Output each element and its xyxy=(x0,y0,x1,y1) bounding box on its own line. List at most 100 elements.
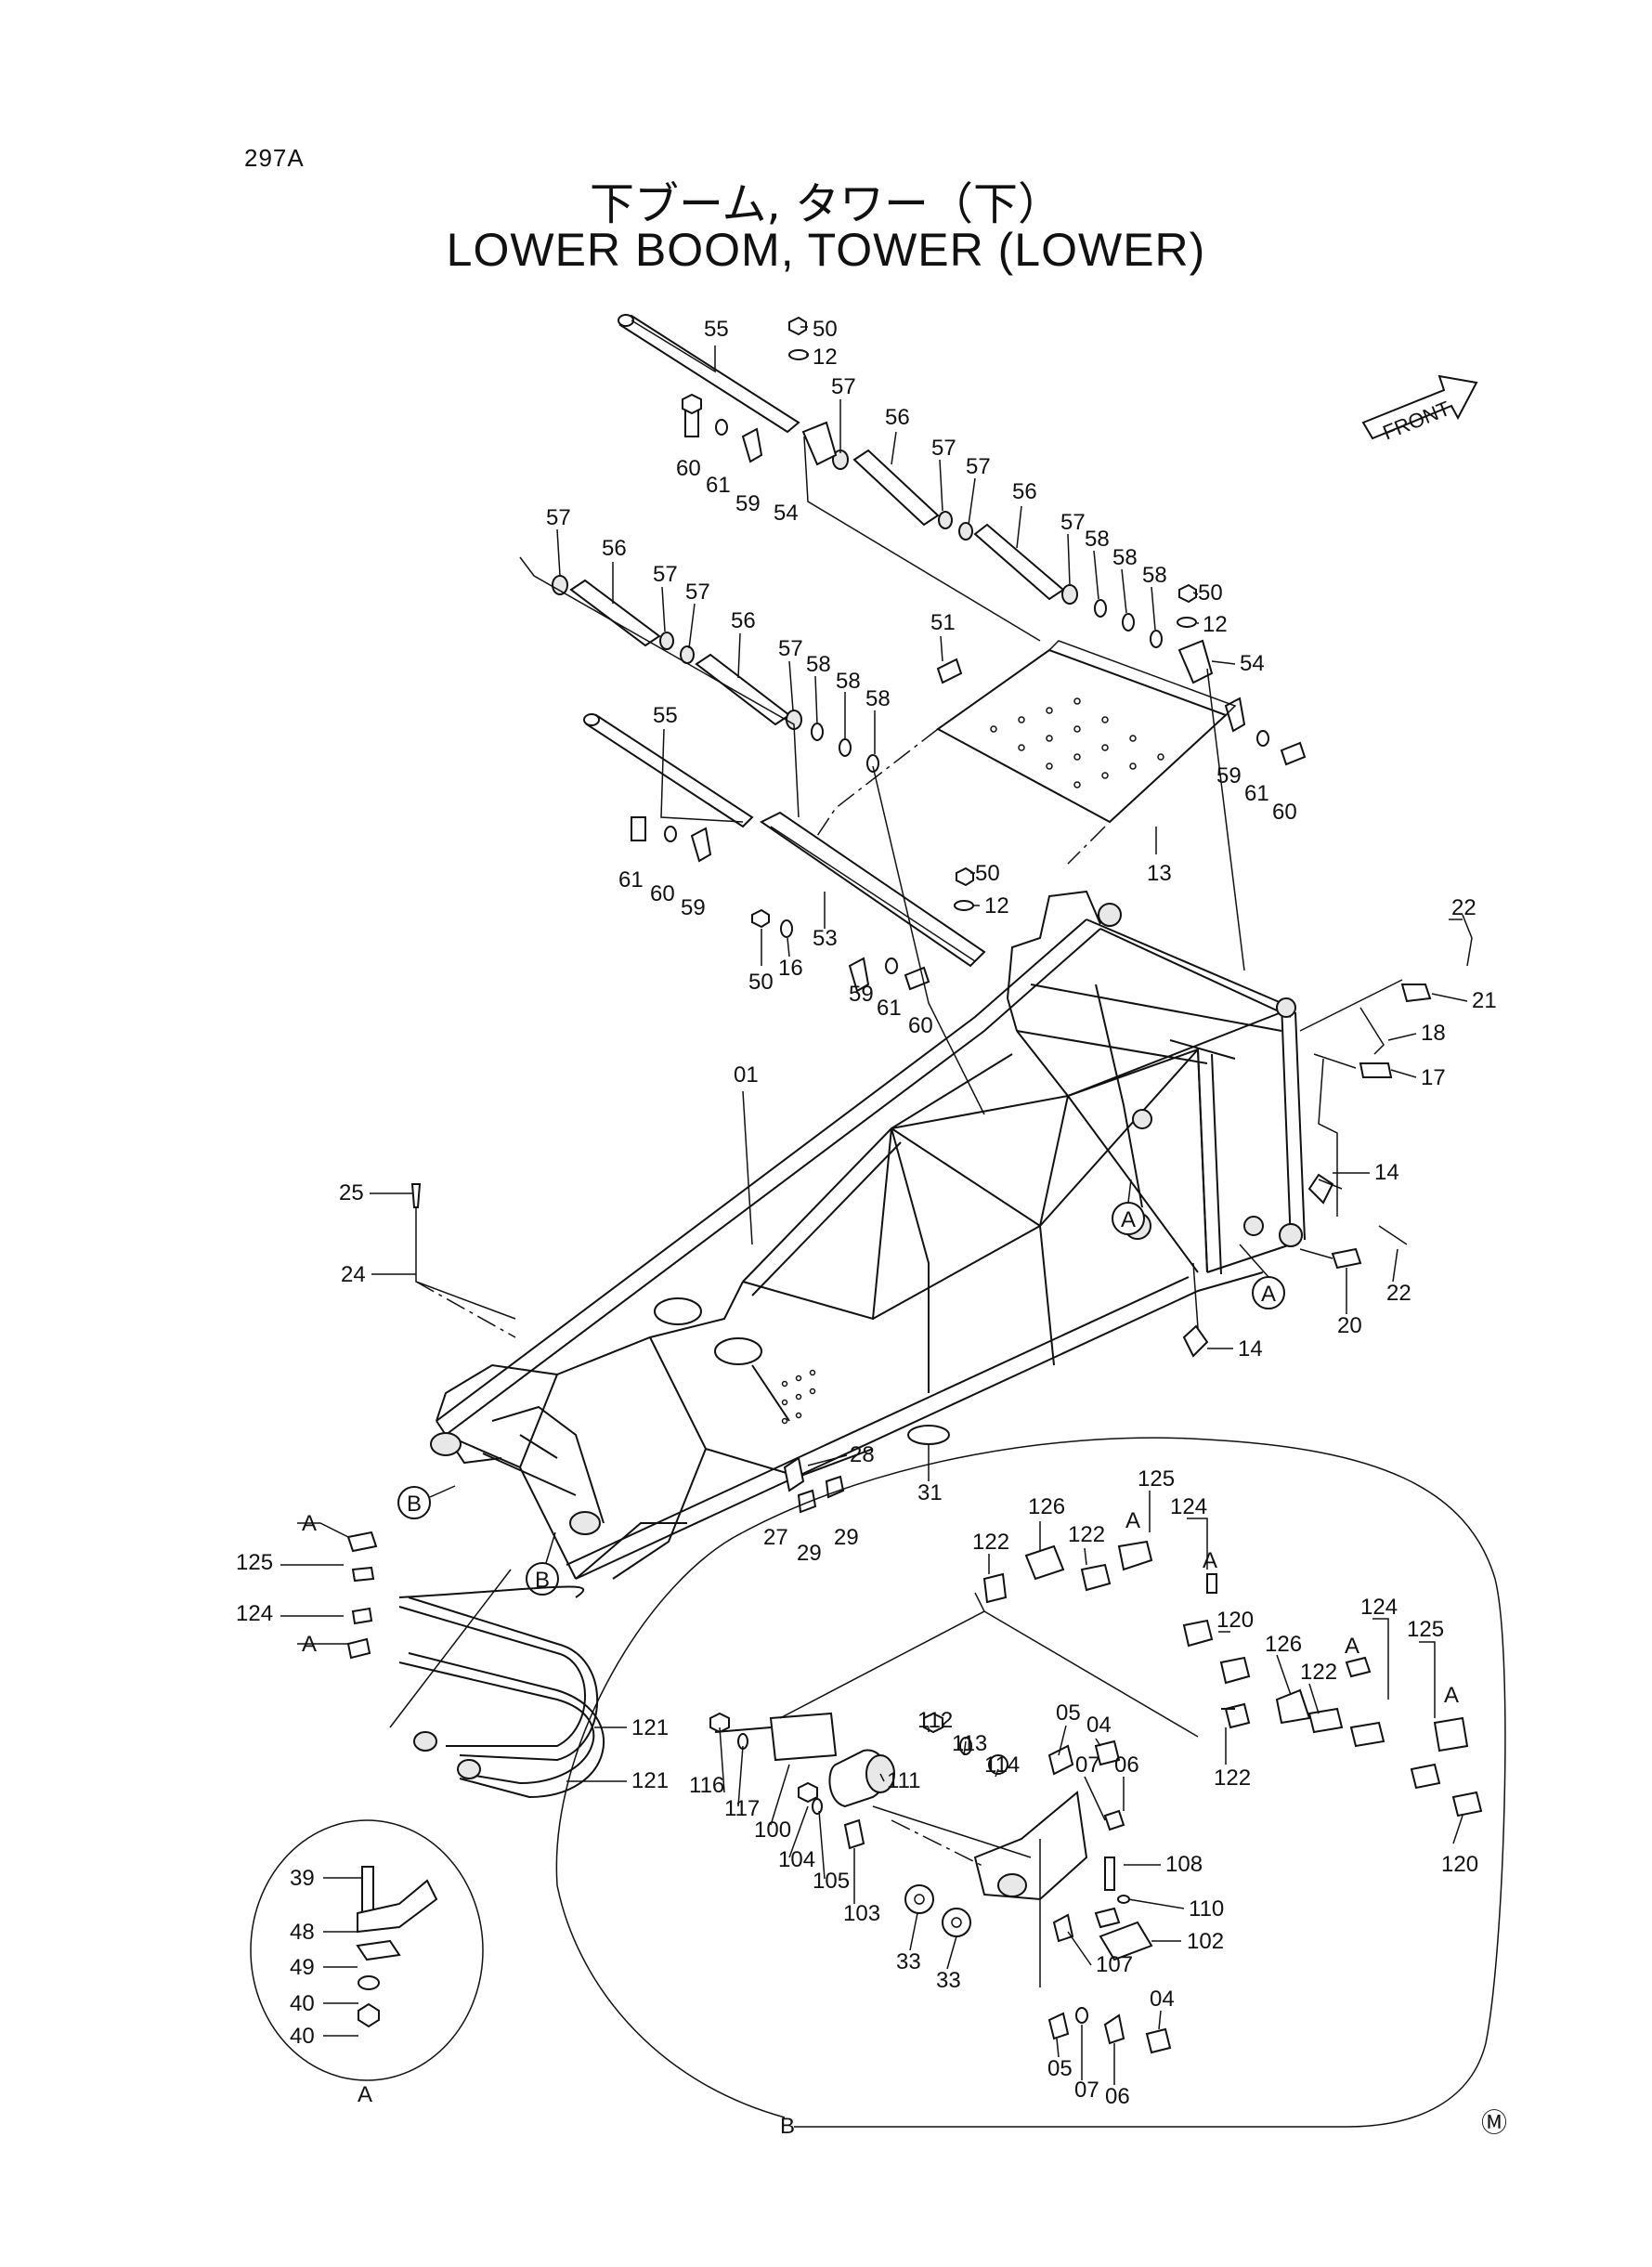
callout-56: 56 xyxy=(885,405,910,430)
callout-59: 59 xyxy=(735,491,761,516)
callout-58: 58 xyxy=(836,669,861,694)
callout-117: 117 xyxy=(724,1796,760,1821)
callout-16: 16 xyxy=(778,956,803,981)
callout-14: 14 xyxy=(1238,1336,1263,1362)
callout-124: 124 xyxy=(1170,1494,1207,1519)
callout-39: 39 xyxy=(290,1866,315,1891)
callout-18: 18 xyxy=(1421,1021,1446,1046)
detail-marker-b: B xyxy=(535,1568,550,1593)
callout-122: 122 xyxy=(1300,1660,1337,1685)
callout-60: 60 xyxy=(1272,800,1297,825)
callout-59: 59 xyxy=(1216,763,1242,788)
clamp-and-bolts xyxy=(783,1425,950,1514)
callout-57: 57 xyxy=(546,505,571,530)
mark-symbol: Ⓜ xyxy=(1481,2108,1507,2137)
callout-124: 124 xyxy=(1360,1595,1398,1620)
callout-04: 04 xyxy=(1086,1713,1112,1738)
leader-lines xyxy=(280,319,1468,2085)
callout-40: 40 xyxy=(290,1991,315,2016)
callout-58: 58 xyxy=(806,652,831,677)
callout-04: 04 xyxy=(1150,1987,1175,2012)
callout-a: A xyxy=(1345,1634,1359,1659)
callout-12: 12 xyxy=(813,345,838,370)
callout-50: 50 xyxy=(1198,580,1223,606)
callout-13: 13 xyxy=(1147,861,1172,886)
callout-104: 104 xyxy=(778,1847,815,1872)
callout-55: 55 xyxy=(704,317,729,342)
callout-05: 05 xyxy=(1056,1700,1081,1726)
title-japanese: 下ブーム, タワー（下） xyxy=(589,178,1063,230)
callout-116: 116 xyxy=(689,1773,724,1798)
callout-05: 05 xyxy=(1047,2056,1073,2081)
callout-59: 59 xyxy=(849,982,874,1007)
callout-53: 53 xyxy=(813,926,838,951)
upper-roller-assembly xyxy=(519,314,1307,1115)
front-arrow-icon: FRONT xyxy=(1361,374,1478,445)
callout-100: 100 xyxy=(754,1818,791,1843)
callout-50: 50 xyxy=(748,970,774,995)
detail-b-view xyxy=(555,1437,1506,2128)
callout-57: 57 xyxy=(778,636,803,661)
callout-57: 57 xyxy=(685,580,710,605)
callout-a: A xyxy=(1444,1683,1459,1708)
callout-57: 57 xyxy=(966,454,991,479)
callout-60: 60 xyxy=(676,456,701,481)
callout-58: 58 xyxy=(1142,563,1167,588)
callout-06: 06 xyxy=(1105,2084,1130,2109)
callout-110: 110 xyxy=(1189,1896,1224,1922)
bracket-24-25 xyxy=(410,1183,516,1338)
callout-112: 112 xyxy=(917,1708,953,1733)
callout-125: 125 xyxy=(1407,1617,1444,1642)
callout-59: 59 xyxy=(681,895,706,920)
callout-126: 126 xyxy=(1028,1494,1065,1519)
callout-29: 29 xyxy=(834,1525,859,1550)
callout-01: 01 xyxy=(734,1062,759,1088)
callout-31: 31 xyxy=(917,1480,943,1505)
callout-124: 124 xyxy=(236,1601,273,1626)
callout-114: 114 xyxy=(984,1752,1020,1778)
callout-25: 25 xyxy=(339,1180,364,1205)
callout-108: 108 xyxy=(1165,1852,1203,1877)
callout-120: 120 xyxy=(1441,1852,1478,1877)
detail-a-view xyxy=(250,1819,484,2081)
callout-07: 07 xyxy=(1075,1752,1100,1778)
callout-12: 12 xyxy=(984,893,1009,919)
callout-105: 105 xyxy=(813,1869,850,1894)
detail-markers xyxy=(397,1179,1285,1596)
callout-121: 121 xyxy=(631,1768,669,1793)
detail-marker-a: A xyxy=(1121,1207,1136,1232)
callout-113: 113 xyxy=(952,1731,987,1756)
callout-58: 58 xyxy=(865,686,891,711)
callout-61: 61 xyxy=(1244,781,1269,806)
callout-33: 33 xyxy=(896,1949,921,1974)
callout-122: 122 xyxy=(972,1530,1009,1555)
callout-a: A xyxy=(1125,1508,1140,1533)
callout-06: 06 xyxy=(1114,1752,1139,1778)
page-number: 297A xyxy=(244,144,305,172)
callout-54: 54 xyxy=(1240,651,1265,676)
callout-61: 61 xyxy=(618,867,644,892)
callout-125: 125 xyxy=(1138,1466,1175,1492)
callout-56: 56 xyxy=(1012,479,1037,504)
detail-b-label: B xyxy=(780,2114,795,2139)
callout-50: 50 xyxy=(975,861,1000,886)
callout-40: 40 xyxy=(290,2024,315,2049)
callout-102: 102 xyxy=(1187,1929,1224,1954)
callout-51: 51 xyxy=(930,610,956,635)
callout-57: 57 xyxy=(653,562,678,587)
callout-122: 122 xyxy=(1214,1765,1251,1791)
callout-58: 58 xyxy=(1112,545,1138,570)
callout-61: 61 xyxy=(706,473,731,498)
callout-111: 111 xyxy=(887,1768,920,1793)
callout-55: 55 xyxy=(653,703,678,728)
front-label: FRONT xyxy=(1379,397,1453,445)
detail-marker-a: A xyxy=(1261,1282,1276,1307)
callout-56: 56 xyxy=(602,536,627,561)
callout-60: 60 xyxy=(650,881,675,906)
callout-27: 27 xyxy=(763,1525,788,1550)
callout-14: 14 xyxy=(1374,1160,1399,1185)
callout-125: 125 xyxy=(236,1550,273,1575)
hose-assembly xyxy=(297,1531,605,1799)
callout-57: 57 xyxy=(931,436,956,461)
